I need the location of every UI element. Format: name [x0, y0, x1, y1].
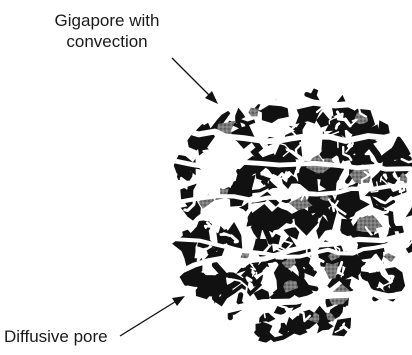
gigapore-label-line1: Gigapore with	[28, 10, 186, 31]
diffusive-pore-arrow	[120, 296, 185, 336]
matrix-fragment	[406, 200, 412, 218]
porous-particle	[164, 90, 412, 347]
diffusive-pore-label: Diffusive pore	[4, 326, 108, 347]
matrix-branch	[258, 165, 267, 184]
diffusive-channel	[360, 298, 367, 308]
diffusive-channel	[202, 264, 208, 272]
matrix-fragment	[274, 306, 286, 315]
matrix-branch	[213, 265, 224, 285]
diffusive-channel	[273, 129, 280, 134]
diffusive-channel	[239, 224, 247, 229]
matrix-branch	[386, 213, 402, 232]
diffusive-channel	[167, 175, 176, 181]
diffusive-channel	[221, 234, 230, 236]
diffusive-channel	[217, 137, 224, 152]
diffusive-channel	[347, 307, 353, 315]
gigapore	[248, 108, 259, 117]
diffusive-channel	[164, 93, 412, 107]
matrix-fragment	[284, 227, 300, 239]
gigapore-arrow	[172, 58, 218, 104]
diffusive-channel	[292, 189, 298, 191]
gigapore-label: Gigapore with convection	[28, 10, 186, 52]
matrix-branch	[258, 330, 293, 346]
gigapore-label-line2: convection	[28, 31, 186, 52]
matrix-branch	[297, 262, 315, 277]
diffusive-channel	[203, 151, 216, 153]
